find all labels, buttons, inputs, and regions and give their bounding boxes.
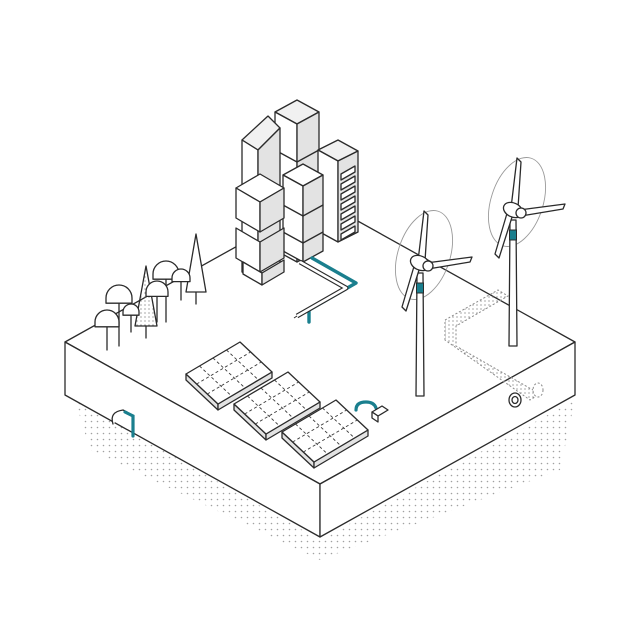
tree-cone-icon (185, 233, 207, 305)
side-valve-right (508, 392, 522, 408)
ground-shadow (75, 400, 575, 560)
building-slanted-front (235, 115, 285, 286)
window (340, 185, 356, 201)
building-stacked-middle (282, 163, 324, 263)
wind-turbine (488, 157, 566, 347)
wind-turbine (395, 210, 473, 397)
solar-panel (281, 399, 369, 469)
window (340, 205, 356, 221)
window (340, 215, 356, 231)
window (340, 165, 356, 181)
wind-turbines (395, 157, 566, 397)
tree-group (94, 233, 207, 351)
window (340, 195, 356, 211)
tree-round-icon (171, 268, 191, 301)
tree-round-icon (94, 309, 120, 351)
platform-right-side (319, 341, 576, 538)
pipes (293, 256, 358, 324)
underground-pipe (444, 289, 544, 401)
tree-round-icon (145, 280, 169, 323)
tree-round-icon (122, 303, 140, 333)
solar-connector (354, 400, 389, 423)
solar-panel (185, 341, 273, 411)
skyscraper-cluster (235, 99, 359, 286)
solar-panel (233, 371, 321, 441)
building-slab-right (317, 139, 359, 243)
window (340, 175, 356, 191)
solar-panel-array (185, 341, 369, 469)
side-pipe-left (111, 409, 135, 438)
window (340, 225, 356, 241)
